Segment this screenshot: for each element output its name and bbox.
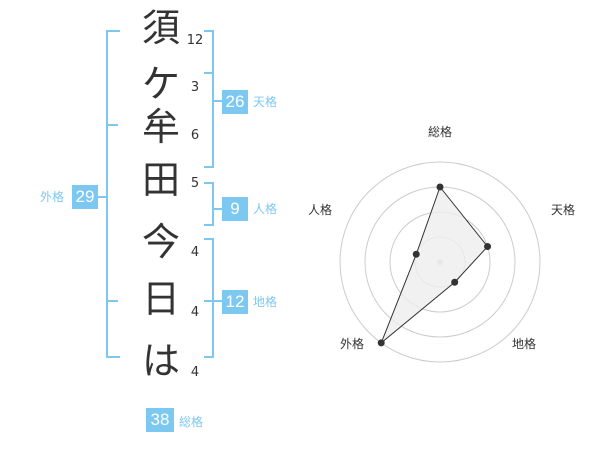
radar-label-jinkaku: 人格 xyxy=(307,203,332,217)
stroke-count: 3 xyxy=(190,80,200,95)
stroke-count: 6 xyxy=(190,128,200,143)
radar-label-tenkaku: 天格 xyxy=(550,203,575,217)
radar-point-4 xyxy=(412,250,420,258)
name-character: ケ xyxy=(141,62,180,106)
stroke-count: 12 xyxy=(186,33,204,48)
radar-label-gaikaku: 外格 xyxy=(339,337,364,351)
radar-point-2 xyxy=(451,278,459,286)
radar-label-soukaku: 総格 xyxy=(427,125,452,139)
radar-series-polygon xyxy=(380,185,489,344)
name-character: 日 xyxy=(141,277,180,321)
stroke-count: 4 xyxy=(190,365,200,380)
radar-grid-ring xyxy=(339,161,541,363)
radar-point-3 xyxy=(377,339,385,347)
radar-label-chikaku: 地格 xyxy=(511,337,536,351)
stroke-count: 4 xyxy=(190,305,200,320)
name-character: は xyxy=(141,339,180,383)
name-character: 田 xyxy=(141,158,180,202)
radar-point-1 xyxy=(484,243,492,251)
stroke-count: 4 xyxy=(190,245,200,260)
radar-point-0 xyxy=(436,183,444,191)
stroke-count: 5 xyxy=(190,176,200,191)
name-character: 須 xyxy=(141,6,180,50)
name-character: 今 xyxy=(141,220,180,264)
name-character: 牟 xyxy=(141,105,180,149)
